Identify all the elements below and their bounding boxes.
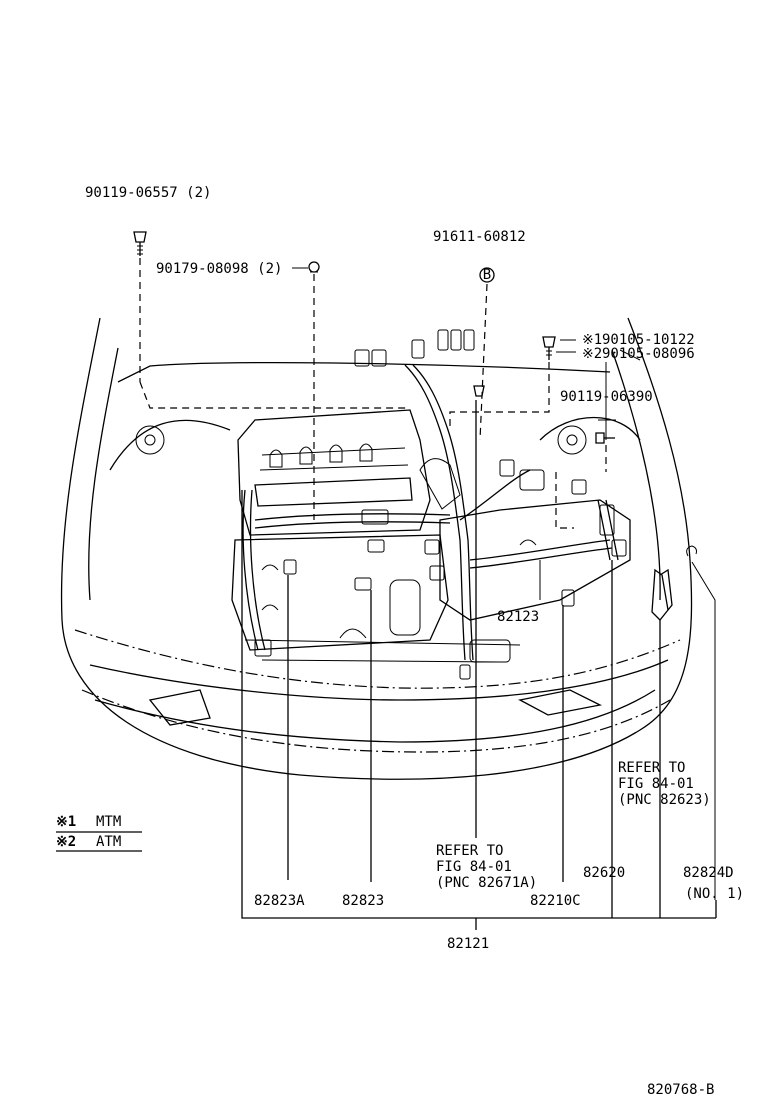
legend-label-2: ATM [96, 834, 121, 850]
label-90119-06557: 90119-06557 (2) [85, 185, 211, 201]
ref-center-line1: REFER TO [436, 843, 503, 859]
label-82823: 82823 [342, 893, 384, 909]
mark-1: ※1 [582, 332, 602, 348]
ref-right-line3: (PNC 82623) [618, 792, 711, 808]
label-82620: 82620 [583, 865, 625, 881]
label-90119-06390: 90119-06390 [560, 389, 653, 405]
label-82824D-sub: (NO. 1) [685, 886, 744, 902]
ref-center-line3: (PNC 82671A) [436, 875, 537, 891]
bolt-b-marker[interactable]: B [479, 267, 495, 283]
engine-block [231, 409, 631, 663]
strut-towers [109, 416, 641, 471]
label-90105-08096: 90105-08096 [602, 346, 695, 362]
legend-label-1: MTM [96, 814, 121, 830]
label-82823A: 82823A [254, 893, 305, 909]
vehicle-body-outline [60, 317, 693, 780]
part-labels: 90119-06557 (2) 90179-08098 (2) 91611-60… [85, 185, 744, 952]
legend-mark-1: ※1 [56, 814, 76, 830]
figure-id: 820768-B [647, 1082, 714, 1098]
label-91611-60812: 91611-60812 [433, 229, 526, 245]
bracket-parts [651, 545, 697, 621]
label-90105-10122: 90105-10122 [602, 332, 695, 348]
label-82210C: 82210C [530, 893, 581, 909]
leader-lines [139, 258, 716, 900]
label-82121: 82121 [447, 936, 489, 952]
legend-mark-2: ※2 [56, 834, 76, 850]
bolt-icon[interactable] [542, 336, 556, 360]
label-82123: 82123 [497, 609, 539, 625]
ref-center-line2: FIG 84-01 [436, 859, 512, 875]
bolt-b-label: B [483, 267, 491, 283]
ref-right-line1: REFER TO [618, 760, 685, 776]
wire-harness [242, 329, 627, 680]
callout-lines [241, 400, 717, 930]
legend: ※1 MTM ※2 ATM [56, 814, 142, 852]
mark-2: ※2 [582, 346, 602, 362]
bolt-icon[interactable] [133, 231, 147, 256]
clip-icon[interactable] [308, 261, 320, 273]
label-90179-08098: 90179-08098 (2) [156, 261, 282, 277]
label-82824D: 82824D [683, 865, 734, 881]
ref-right-line2: FIG 84-01 [618, 776, 694, 792]
